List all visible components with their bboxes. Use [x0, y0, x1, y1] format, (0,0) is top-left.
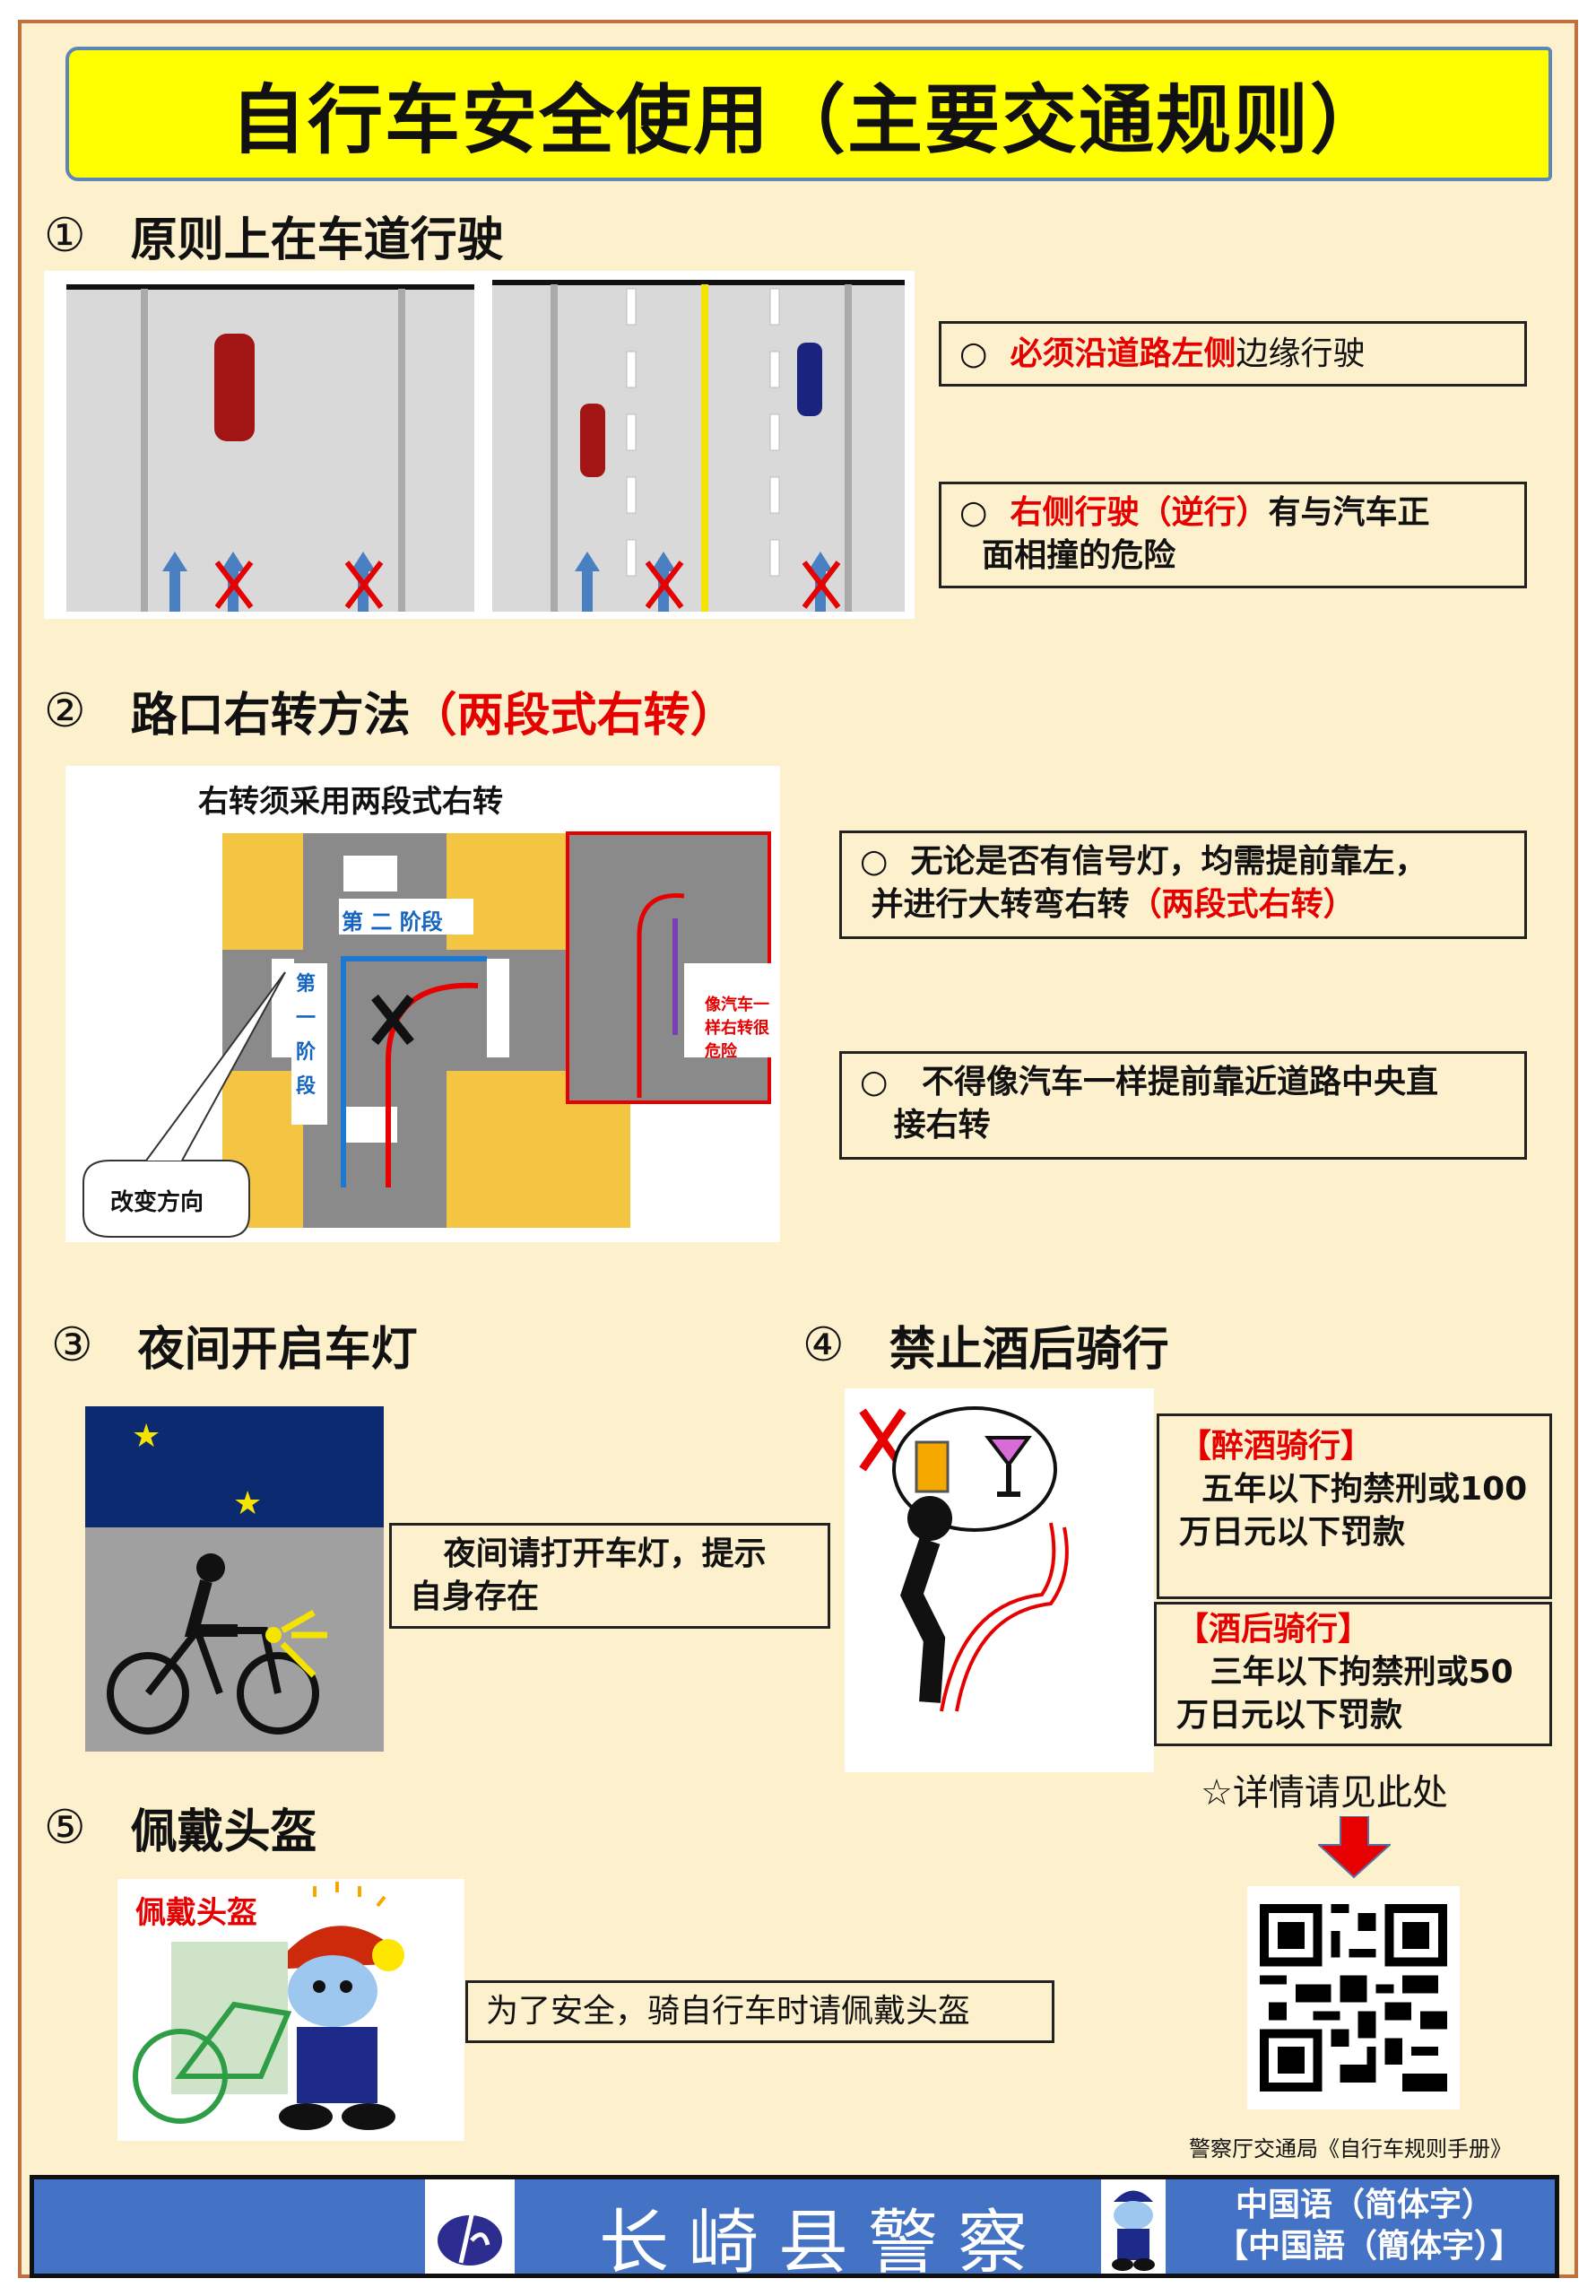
bullet: ○: [959, 335, 988, 372]
language-simplified: 中国语（简体字）: [1236, 2187, 1495, 2223]
road-lane-illustration: [44, 271, 915, 619]
rule-box-two-stage: ○ 无论是否有信号灯，均需提前靠左， 并进行大转弯右转（两段式右转）: [839, 831, 1527, 939]
police-logo: [425, 2179, 515, 2274]
rule-text: 边缘行驶: [1236, 335, 1366, 372]
rule-text: 自身存在: [410, 1578, 540, 1615]
rule-box-helmet: 为了安全，骑自行车时请佩戴头盔: [465, 1980, 1054, 2043]
rule-text: 并进行大转弯右转: [871, 886, 1130, 923]
section-number: ⑤: [44, 1800, 86, 1855]
section2-heading: ② 路口右转方法（两段式右转）: [44, 677, 737, 744]
rule-text: 面相撞的危险: [982, 537, 1176, 574]
penalty-text: 万日元以下罚款: [1179, 1514, 1406, 1551]
rule-text: 为了安全，骑自行车时请佩戴头盔: [486, 1993, 971, 2030]
section3-heading: ③ 夜间开启车灯: [51, 1311, 418, 1378]
rule-box-no-direct-turn: ○ 不得像汽车一样提前靠近道路中央直 接右转: [839, 1051, 1527, 1160]
qr-code[interactable]: [1247, 1886, 1460, 2109]
page-title: 自行车安全使用（主要交通规则）: [230, 75, 1387, 164]
rule-text: 接右转: [893, 1107, 991, 1144]
language-label: 中国语（简体字） 【中国語（簡体字）】: [1216, 2185, 1522, 2267]
bullet: ○: [959, 494, 988, 531]
section5-heading: ⑤ 佩戴头盔: [44, 1794, 317, 1861]
rule-text-red: 右侧行驶（逆行）: [1010, 494, 1269, 531]
stage1-label: 第一阶段: [296, 973, 317, 1098]
two-stage-turn-illustration: 右转须采用两段式右转 第 二 阶段 第一阶段 改变方向 像汽车一样右转很危险: [65, 766, 780, 1242]
penalty-text: 三年以下拘禁刑或50: [1210, 1654, 1514, 1691]
details-link-text: ☆详情请见此处: [1201, 1772, 1448, 1813]
org-name: 长崎县警察: [599, 2203, 1048, 2283]
language-simplified-jp: 【中国語（簡体字）】: [1216, 2228, 1523, 2265]
section-title: 路口右转方法: [130, 689, 411, 743]
section-title: 佩戴头盔: [130, 1805, 317, 1859]
rule-text: 夜间请打开车灯，提示: [443, 1535, 767, 1572]
rule-text: 不得像汽车一样提前靠近道路中央直: [922, 1064, 1439, 1100]
penalty-box-after-drinking: 【酒后骑行】 三年以下拘禁刑或50 万日元以下罚款: [1154, 1602, 1552, 1746]
footer-banner: 长崎县警察 中国语（简体字） 【中国語（簡体字）】: [30, 2175, 1559, 2283]
section1-heading: ① 原则上在车道行驶: [44, 202, 504, 269]
title-banner: 自行车安全使用（主要交通规则）: [65, 47, 1552, 181]
penalty-label: 【酒后骑行】: [1176, 1611, 1371, 1648]
penalty-text: 五年以下拘禁刑或100: [1201, 1471, 1528, 1508]
arrow-down-icon: [1318, 1816, 1391, 1879]
illustration-caption: 右转须采用两段式右转: [198, 784, 503, 820]
police-mascot-icon: [1101, 2179, 1166, 2274]
source-caption: 警察厅交通局《自行车规则手册》: [1189, 2136, 1512, 2161]
section-number: ④: [802, 1318, 845, 1372]
section-title: 禁止酒后骑行: [889, 1323, 1169, 1377]
rule-text-red: 必须沿道路左侧: [1010, 335, 1236, 372]
rule-box-keep-left: ○ 必须沿道路左侧边缘行驶: [939, 321, 1527, 387]
penalty-text: 万日元以下罚款: [1176, 1697, 1403, 1734]
rule-text: 有与汽车正: [1268, 494, 1430, 531]
rule-box-wrong-way: ○ 右侧行驶（逆行）有与汽车正 面相撞的危险: [939, 482, 1527, 588]
penalty-label: 【醉酒骑行】: [1179, 1428, 1374, 1465]
danger-label: 像汽车一样右转很危险: [705, 996, 769, 1061]
section-number: ①: [44, 208, 86, 263]
section-title: 原则上在车道行驶: [130, 213, 504, 267]
night-light-illustration: ★★: [85, 1406, 384, 1752]
svg-text:★: ★: [132, 1418, 160, 1455]
section-number: ③: [51, 1318, 93, 1372]
penalty-box-drunk: 【醉酒骑行】 五年以下拘禁刑或100 万日元以下罚款: [1157, 1413, 1552, 1599]
section4-heading: ④ 禁止酒后骑行: [802, 1311, 1169, 1378]
section-title-red: （两段式右转）: [410, 689, 737, 743]
rule-text-red: （两段式右转）: [1129, 886, 1356, 923]
no-drunk-riding-illustration: [845, 1388, 1154, 1772]
rule-box-night-light: 夜间请打开车灯，提示自身存在: [389, 1523, 830, 1629]
svg-text:★: ★: [233, 1485, 262, 1522]
rule-text: 无论是否有信号灯，均需提前靠左，: [910, 843, 1427, 880]
helmet-label: 佩戴头盔: [117, 1879, 297, 1933]
helmet-mascot-illustration: 佩戴头盔: [117, 1879, 464, 2141]
change-direction-callout: 改变方向: [110, 1189, 204, 1216]
section-title: 夜间开启车灯: [137, 1323, 418, 1377]
stage2-label: 第 二 阶段: [342, 909, 443, 935]
section-number: ②: [44, 683, 86, 738]
